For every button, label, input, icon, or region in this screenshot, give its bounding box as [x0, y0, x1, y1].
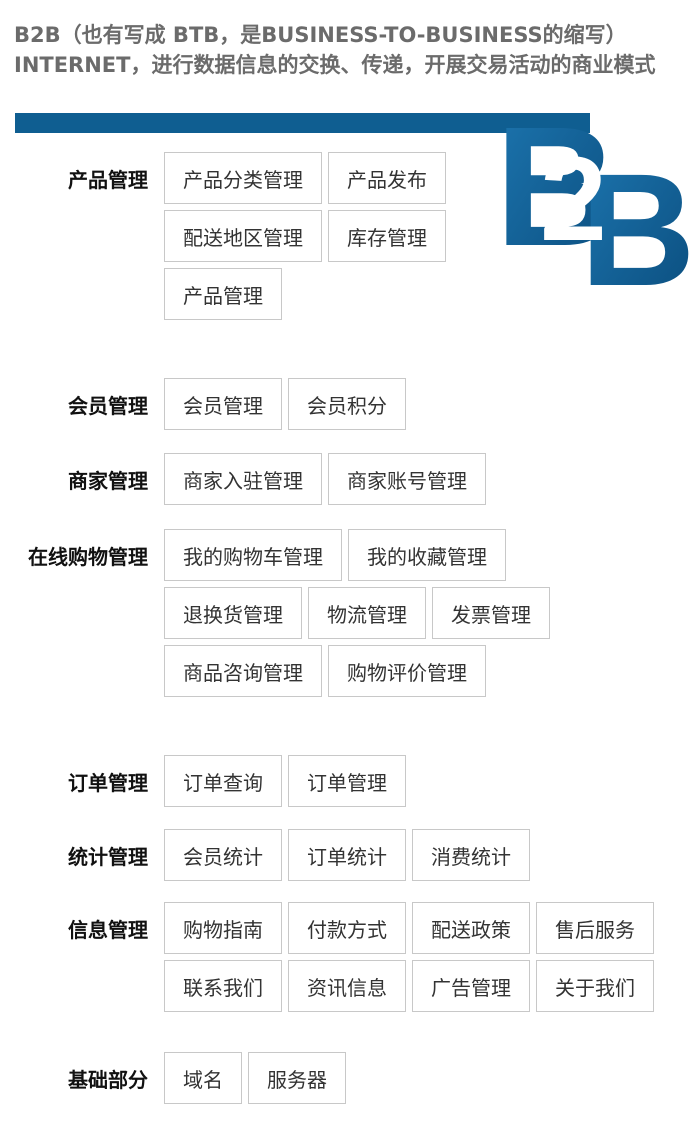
section-title: 信息管理 [68, 918, 148, 942]
after-sales-button[interactable]: 售后服务 [536, 902, 654, 954]
news-info-button[interactable]: 资讯信息 [288, 960, 406, 1012]
logistics-management-button[interactable]: 物流管理 [308, 587, 426, 639]
member-points-button[interactable]: 会员积分 [288, 378, 406, 430]
returns-management-button[interactable]: 退换货管理 [164, 587, 302, 639]
domain-button[interactable]: 域名 [164, 1052, 242, 1104]
section-title: 商家管理 [68, 469, 148, 493]
button-group: 会员管理 会员积分 [164, 378, 694, 430]
button-group: 产品分类管理 产品发布 配送地区管理 库存管理 产品管理 [164, 152, 474, 320]
button-group: 订单查询 订单管理 [164, 755, 694, 807]
b2b-logo-icon: B B 2 [495, 100, 695, 300]
blue-banner-bar [15, 113, 590, 133]
button-group: 我的购物车管理 我的收藏管理 退换货管理 物流管理 发票管理 商品咨询管理 购物… [164, 529, 584, 697]
server-button[interactable]: 服务器 [248, 1052, 346, 1104]
logo-number-2: 2 [540, 132, 607, 266]
delivery-region-button[interactable]: 配送地区管理 [164, 210, 322, 262]
order-stats-button[interactable]: 订单统计 [288, 829, 406, 881]
logo-letter-b1: B [495, 100, 618, 282]
payment-methods-button[interactable]: 付款方式 [288, 902, 406, 954]
inventory-button[interactable]: 库存管理 [328, 210, 446, 262]
consumption-stats-button[interactable]: 消费统计 [412, 829, 530, 881]
delivery-policy-button[interactable]: 配送政策 [412, 902, 530, 954]
section-title: 在线购物管理 [28, 545, 148, 569]
product-management-button[interactable]: 产品管理 [164, 268, 282, 320]
product-category-button[interactable]: 产品分类管理 [164, 152, 322, 204]
ad-management-button[interactable]: 广告管理 [412, 960, 530, 1012]
contact-us-button[interactable]: 联系我们 [164, 960, 282, 1012]
button-group: 会员统计 订单统计 消费统计 [164, 829, 694, 881]
order-management-button[interactable]: 订单管理 [288, 755, 406, 807]
member-stats-button[interactable]: 会员统计 [164, 829, 282, 881]
button-group: 商家入驻管理 商家账号管理 [164, 453, 694, 505]
header-line-2: INTERNET，进行数据信息的交换、传递，开展交易活动的商业模式 [14, 53, 656, 77]
order-query-button[interactable]: 订单查询 [164, 755, 282, 807]
section-title: 统计管理 [68, 845, 148, 869]
section-title: 基础部分 [68, 1068, 148, 1092]
section-title: 会员管理 [68, 394, 148, 418]
product-inquiry-button[interactable]: 商品咨询管理 [164, 645, 322, 697]
member-management-button[interactable]: 会员管理 [164, 378, 282, 430]
merchant-entry-button[interactable]: 商家入驻管理 [164, 453, 322, 505]
logo-letter-b2: B [580, 140, 695, 300]
section-title: 订单管理 [68, 771, 148, 795]
about-us-button[interactable]: 关于我们 [536, 960, 654, 1012]
header: B2B（也有写成 BTB，是BUSINESS-TO-BUSINESS的缩写） I… [14, 20, 655, 80]
shopping-guide-button[interactable]: 购物指南 [164, 902, 282, 954]
shopping-review-button[interactable]: 购物评价管理 [328, 645, 486, 697]
cart-management-button[interactable]: 我的购物车管理 [164, 529, 342, 581]
merchant-account-button[interactable]: 商家账号管理 [328, 453, 486, 505]
button-group: 域名 服务器 [164, 1052, 694, 1104]
favorites-management-button[interactable]: 我的收藏管理 [348, 529, 506, 581]
invoice-management-button[interactable]: 发票管理 [432, 587, 550, 639]
header-line-1: B2B（也有写成 BTB，是BUSINESS-TO-BUSINESS的缩写） [14, 23, 627, 47]
product-publish-button[interactable]: 产品发布 [328, 152, 446, 204]
button-group: 购物指南 付款方式 配送政策 售后服务 联系我们 资讯信息 广告管理 关于我们 [164, 902, 694, 1012]
section-title: 产品管理 [68, 168, 148, 192]
